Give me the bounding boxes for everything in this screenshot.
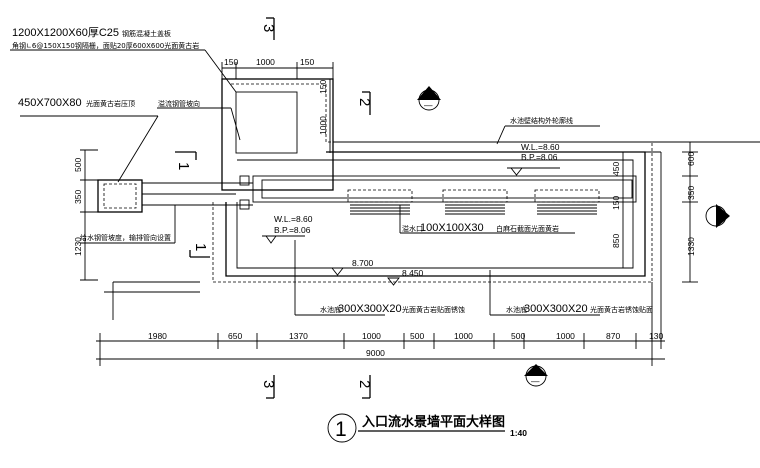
dim-top-150b: 150 [300, 57, 314, 67]
section-2-bot: 2 [356, 380, 373, 388]
level-triangles [262, 167, 560, 286]
dim-b-1000a: 1000 [362, 331, 381, 341]
dim-total: 9000 [366, 348, 385, 358]
marker-4 [705, 204, 730, 228]
note-pool-spec-tail: 钢筋混凝土盖板 [122, 29, 171, 38]
dim-r-600: 600 [686, 152, 696, 166]
annotation-text: 1200X1200X60厚C25 钢筋混凝土盖板 角钢∟6@150X150钢隔栅… [12, 26, 653, 315]
marker-text: 3 — 4 2 — [424, 90, 724, 386]
dim-top-150a: 150 [224, 57, 238, 67]
dim-b-500a: 500 [410, 331, 424, 341]
elev-a: 8.700 [352, 258, 374, 268]
note-spout-tail: 白麻石截面光面黄岩 [496, 224, 559, 233]
dim-left-350: 350 [73, 190, 83, 204]
note-bottom-right-tail: 光面黄古岩锈蚀贴面 [590, 305, 653, 314]
dim-b-1000b: 1000 [454, 331, 473, 341]
dim-b-130: 130 [649, 331, 663, 341]
dim-left-500: 500 [73, 158, 83, 172]
section-1-left: 1 [175, 162, 192, 170]
title-number: 1 [335, 418, 347, 441]
dim-b-1000c: 1000 [556, 331, 575, 341]
wl-right: W.L.=8.60 [521, 142, 560, 152]
dim-side-1000: 1000 [318, 116, 328, 135]
marker-3-dash: — [424, 100, 433, 110]
bp-right: B.P.=8.06 [521, 152, 558, 162]
title-circle [327, 413, 357, 443]
note-pool-spec: 1200X1200X60厚C25 [12, 26, 119, 39]
note-bottom-left: 水池底 [320, 305, 341, 314]
dimension-lines [80, 62, 698, 366]
dim-left-1230: 1230 [73, 237, 83, 256]
dim-b-650: 650 [228, 331, 242, 341]
note-bottom-right: 水池底 [506, 305, 527, 314]
section-labels: 3 2 1 1 3 2 [175, 24, 373, 388]
dim-b-500b: 500 [511, 331, 525, 341]
dim-b-1370: 1370 [289, 331, 308, 341]
section-2-top: 2 [356, 98, 373, 106]
dim-in-450: 450 [611, 162, 621, 176]
marker-4-number: 4 [719, 211, 724, 221]
marker-2-number: 2 [532, 367, 537, 377]
dim-in-850: 850 [611, 234, 621, 248]
note-overflow: 溢流钢管坡向 [158, 99, 200, 108]
section-cuts [175, 17, 371, 399]
title-text: 入口流水景墙平面大样图 [362, 414, 505, 430]
elev-b: 8.450 [402, 268, 424, 278]
section-1-mid: 1 [192, 243, 209, 251]
note-bottom-left-tail: 光面黄古岩贴面锈蚀 [402, 305, 465, 314]
dim-r-350: 350 [686, 186, 696, 200]
note-grating: 角钢∟6@150X150钢隔栅，面贴20厚600X600光面黄古岩 [12, 41, 199, 50]
bp-left: B.P.=8.06 [274, 225, 311, 235]
title-block: 1 入口流水景墙平面大样图 1:40 [335, 414, 527, 441]
note-box-spec-tail: 光面黄古岩压顶 [86, 99, 135, 108]
note-wall-edge: 水池壁结构外轮廓线 [510, 116, 573, 125]
marker-3-number: 3 [425, 90, 430, 100]
dim-b-870: 870 [606, 331, 620, 341]
level-text: W.L.=8.60 B.P.=8.06 W.L.=8.60 B.P.=8.06 … [274, 142, 560, 278]
marker-2 [524, 364, 548, 387]
dim-r-1330: 1330 [686, 237, 696, 256]
section-3-top: 3 [260, 24, 277, 32]
leader-lines [10, 49, 600, 316]
note-spout: 溢水口 [402, 224, 423, 233]
marker-2-dash: — [531, 376, 540, 386]
structure [97, 78, 760, 340]
marker-3 [417, 86, 441, 111]
note-pipe: 给水钢管坡度，输排管向设置 [80, 233, 171, 242]
dimension-text: 150 1000 150 150 1000 500 350 1230 450 1… [73, 57, 696, 358]
dim-side-150: 150 [318, 80, 328, 94]
dim-in-150: 150 [611, 196, 621, 210]
dim-b-1980: 1980 [148, 331, 167, 341]
note-spout-spec: 100X100X30 [420, 222, 484, 234]
note-bottom-left-spec: 300X300X20 [338, 303, 402, 315]
section-3-bot: 3 [260, 380, 277, 388]
title-scale: 1:40 [510, 428, 527, 438]
note-box-spec: 450X700X80 [18, 97, 82, 109]
wl-left: W.L.=8.60 [274, 214, 313, 224]
note-bottom-right-spec: 300X300X20 [524, 303, 588, 315]
dim-top-1000: 1000 [256, 57, 275, 67]
